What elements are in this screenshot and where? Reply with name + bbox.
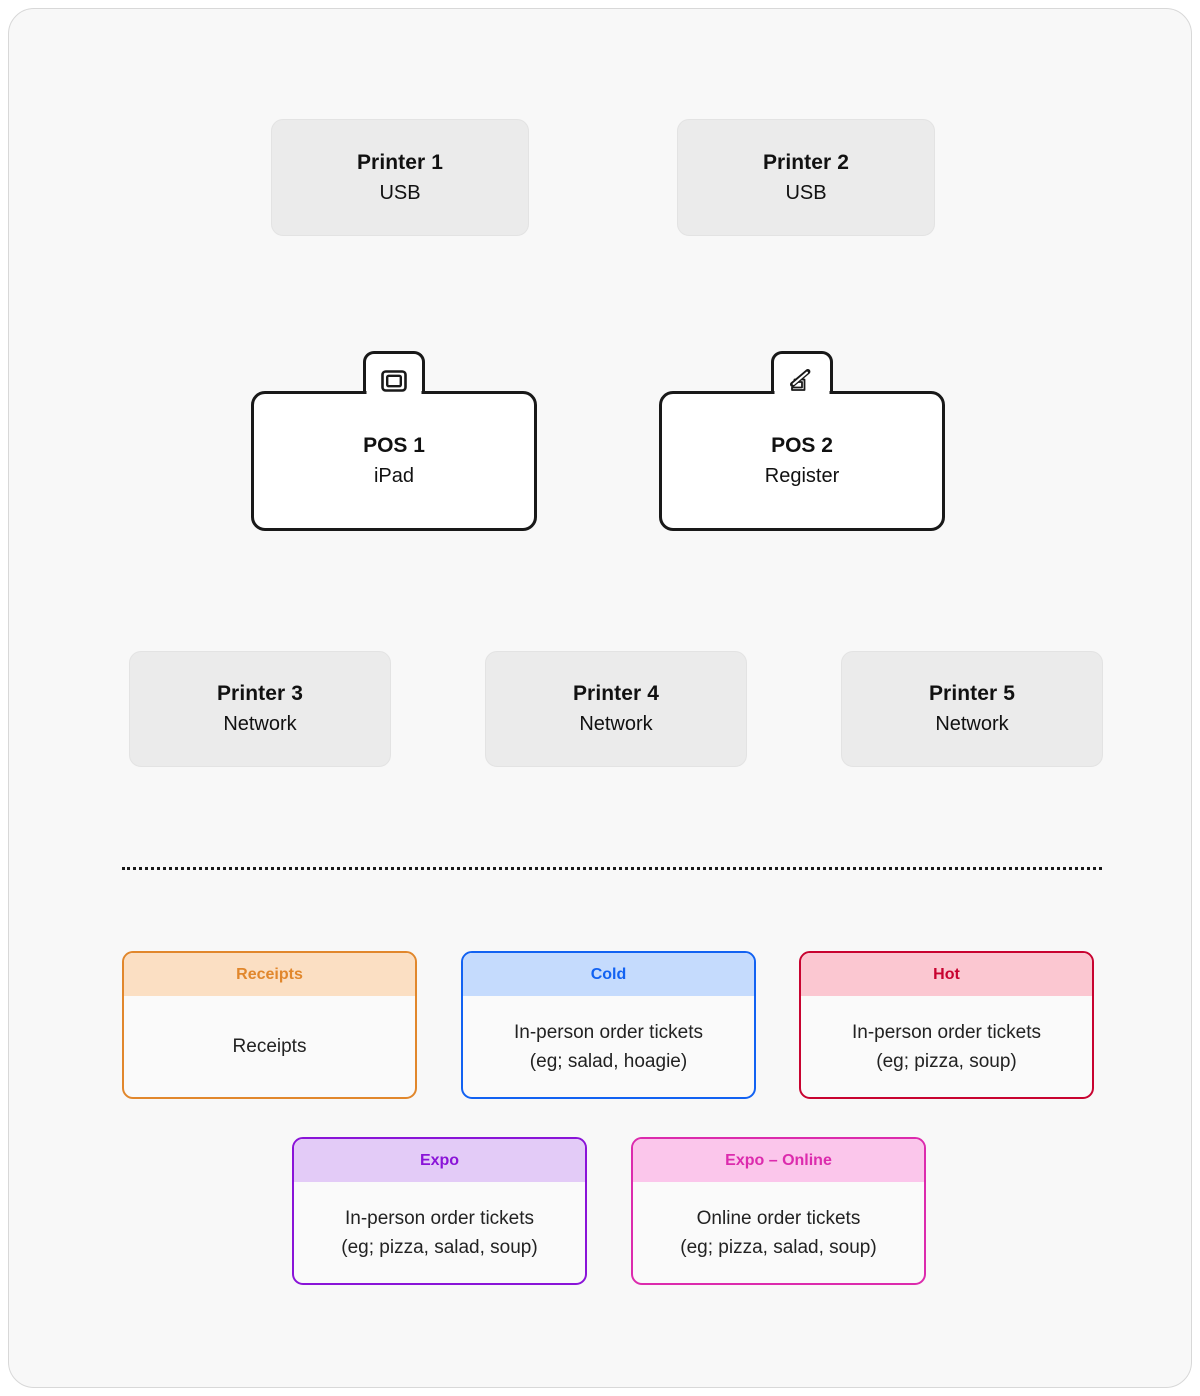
ticket-card-receipts: Receipts Receipts <box>122 951 417 1099</box>
card-line-1: Online order tickets <box>696 1207 861 1229</box>
card-line-1: In-person order tickets <box>851 1021 1042 1043</box>
printer-subtitle: Network <box>935 713 1009 735</box>
printer-node-3: Printer 3 Network <box>129 651 391 767</box>
pos-title: POS 1 <box>363 434 425 457</box>
printer-title: Printer 4 <box>572 682 660 705</box>
card-header: Receipts <box>124 953 415 996</box>
card-header: Expo – Online <box>633 1139 924 1182</box>
card-line-2: (eg; pizza, soup) <box>876 1050 1017 1072</box>
pos-tab-notch <box>774 388 830 397</box>
printer-subtitle: USB <box>379 181 421 204</box>
pos-subtitle: Register <box>764 465 840 487</box>
card-line-2: (eg; pizza, salad, soup) <box>680 1236 877 1258</box>
ticket-card-expo: Expo In-person order tickets (eg; pizza,… <box>292 1137 587 1285</box>
pos-node-2: POS 2 Register <box>659 351 945 533</box>
register-icon <box>780 359 824 403</box>
ticket-card-expo-online: Expo – Online Online order tickets (eg; … <box>631 1137 926 1285</box>
card-title: Hot <box>933 965 960 983</box>
card-title: Receipts <box>236 965 303 983</box>
card-body: In-person order tickets (eg; pizza, soup… <box>801 996 1092 1097</box>
pos-body: POS 2 Register <box>659 391 945 531</box>
card-body: Online order tickets (eg; pizza, salad, … <box>633 1182 924 1283</box>
ticket-card-hot: Hot In-person order tickets (eg; pizza, … <box>799 951 1094 1099</box>
card-title: Cold <box>590 965 627 983</box>
printer-subtitle: Network <box>223 713 297 735</box>
printer-node-2: Printer 2 USB <box>677 119 935 236</box>
diagram-canvas: Printer 1 USB Printer 2 USB POS 1 iPad P… <box>8 8 1192 1388</box>
printer-node-5: Printer 5 Network <box>841 651 1103 767</box>
printer-subtitle: Network <box>579 713 653 735</box>
pos-tab <box>363 351 425 395</box>
card-body: In-person order tickets (eg; salad, hoag… <box>463 996 754 1097</box>
tablet-icon <box>372 359 416 403</box>
printer-title: Printer 1 <box>356 150 444 174</box>
pos-title: POS 2 <box>771 434 833 457</box>
section-divider <box>122 867 1102 870</box>
card-line-1: In-person order tickets <box>344 1207 535 1229</box>
card-title: Expo <box>419 1151 460 1169</box>
card-body: Receipts <box>124 996 415 1097</box>
card-line-2: (eg; pizza, salad, soup) <box>341 1236 538 1258</box>
card-header: Cold <box>463 953 754 996</box>
card-title: Expo – Online <box>725 1151 832 1169</box>
printer-node-1: Printer 1 USB <box>271 119 529 236</box>
pos-body: POS 1 iPad <box>251 391 537 531</box>
printer-subtitle: USB <box>785 181 827 204</box>
card-header: Expo <box>294 1139 585 1182</box>
card-header: Hot <box>801 953 1092 996</box>
card-line-2: (eg; salad, hoagie) <box>529 1050 688 1072</box>
pos-node-1: POS 1 iPad <box>251 351 537 533</box>
card-line-1: In-person order tickets <box>513 1021 704 1043</box>
pos-subtitle: iPad <box>373 465 415 487</box>
card-body: In-person order tickets (eg; pizza, sala… <box>294 1182 585 1283</box>
printer-title: Printer 5 <box>928 682 1016 705</box>
pos-tab-notch <box>366 388 422 397</box>
ticket-card-cold: Cold In-person order tickets (eg; salad,… <box>461 951 756 1099</box>
printer-node-4: Printer 4 Network <box>485 651 747 767</box>
printer-title: Printer 3 <box>216 682 304 705</box>
printer-title: Printer 2 <box>762 150 850 174</box>
card-line-1: Receipts <box>232 1036 307 1057</box>
